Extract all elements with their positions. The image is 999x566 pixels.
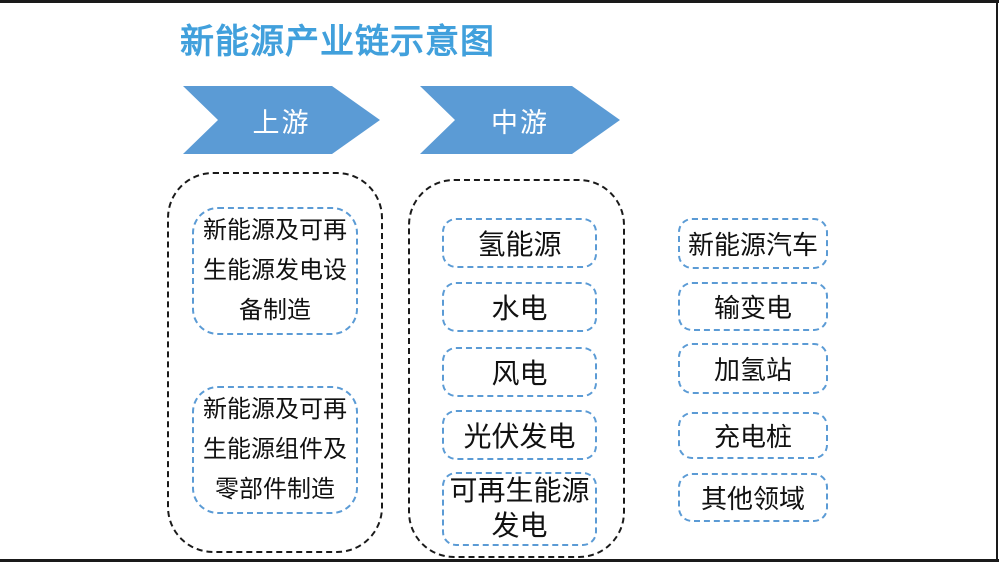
downstream-item-charging-pile: 充电桩 (678, 412, 828, 459)
upstream-stage-label: 上游 (252, 107, 311, 138)
downstream-item-other-fields: 其他领域 (678, 473, 828, 522)
upstream-group-outline (167, 172, 383, 553)
midstream-item-wind-power: 风电 (442, 347, 597, 397)
upstream-item-components-parts-manufacturing: 新能源及可再生能源组件及零部件制造 (192, 386, 358, 514)
midstream-stage-label: 中游 (491, 107, 549, 138)
slide-border-bottom (0, 559, 999, 562)
downstream-item-hydrogen-station: 加氢站 (678, 343, 828, 394)
slide-border-top (0, 0, 999, 3)
upstream-item-power-equipment-manufacturing: 新能源及可再生能源发电设备制造 (192, 207, 358, 335)
midstream-group-outline (408, 179, 625, 558)
upstream-stage-arrow: 上游 (183, 86, 380, 154)
page-title: 新能源产业链示意图 (180, 23, 495, 61)
midstream-item-renewable-power-generation: 可再生能源发电 (442, 472, 597, 546)
midstream-item-solar-pv-power: 光伏发电 (442, 410, 597, 460)
downstream-item-new-energy-vehicles: 新能源汽车 (678, 218, 828, 269)
downstream-item-power-transmission: 输变电 (678, 282, 828, 331)
midstream-item-hydro-power: 水电 (442, 282, 597, 332)
midstream-item-hydrogen-energy: 氢能源 (442, 218, 597, 268)
midstream-stage-arrow: 中游 (420, 86, 620, 154)
slide-border-right (995, 0, 998, 562)
